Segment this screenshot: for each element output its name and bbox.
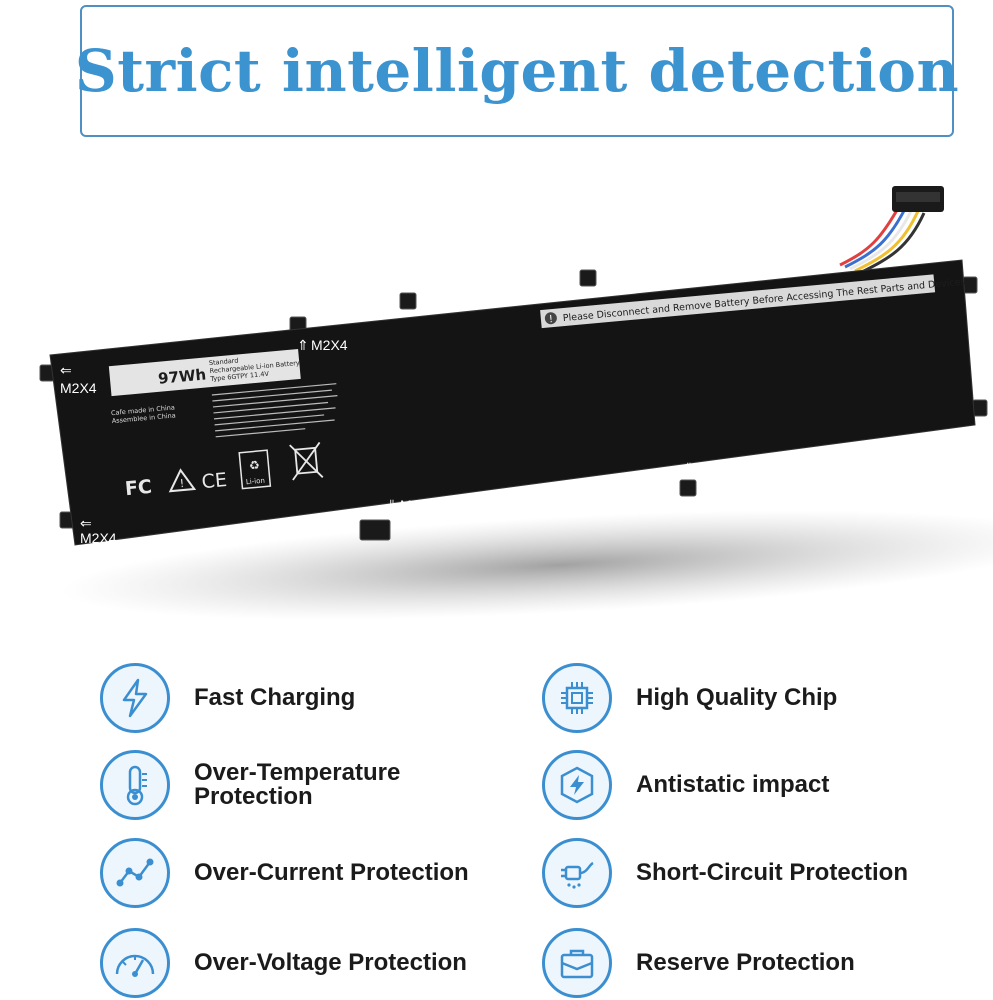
svg-text:⇑: ⇑	[297, 337, 309, 353]
battery-illustration: ! Please Disconnect and Remove Battery B…	[0, 150, 993, 630]
svg-text:⇓: ⇓	[386, 497, 398, 513]
feature-high-quality-chip: High Quality Chip	[542, 663, 837, 733]
screw-label: M2X4	[60, 380, 97, 396]
li-ion-mark: Li-ion	[246, 477, 266, 487]
product-label: 97Wh Standard Rechargeable Li-ion Batter…	[108, 349, 338, 500]
ce-mark: CE	[201, 469, 228, 493]
warning-triangle-icon	[168, 468, 197, 493]
battery-connector	[839, 186, 944, 275]
weee-bin-icon	[289, 441, 324, 481]
svg-text:⇐: ⇐	[60, 362, 72, 378]
feature-label: Short-Circuit Protection	[636, 859, 909, 886]
briefcase-icon	[542, 928, 612, 998]
feature-label: Reserve Protection	[636, 949, 855, 976]
feature-over-temperature: Over-Temperature Protection	[100, 750, 454, 820]
screw-tabs	[39, 269, 988, 541]
lightning-icon	[100, 663, 170, 733]
feature-reserve: Reserve Protection	[542, 928, 855, 998]
feature-over-voltage: Over-Voltage Protection	[100, 928, 467, 998]
page-title: Strict intelligent detection	[74, 37, 960, 105]
feature-label: Over-Voltage Protection	[194, 949, 467, 976]
svg-text:!: !	[549, 314, 554, 325]
feature-label: Over-Current Protection	[194, 859, 469, 886]
battery-svg: ! Please Disconnect and Remove Battery B…	[39, 186, 993, 620]
title-banner: Strict intelligent detection	[75, 5, 959, 137]
screw-label-group: ⇐ M2X4 ⇐ M2X4 ⇑ M2X4 ⇓ M2X4 ⇓ M2X4	[60, 337, 734, 546]
thermometer-icon	[100, 750, 170, 820]
capacity-text: 97Wh	[157, 365, 207, 387]
plug-icon	[542, 838, 612, 908]
svg-text:!: !	[179, 477, 185, 490]
antistatic-icon	[542, 750, 612, 820]
battery-shadow	[60, 510, 993, 620]
label-line: Standard	[209, 356, 239, 367]
fc-mark: FC	[124, 476, 153, 500]
feature-label: Antistatic impact	[636, 771, 830, 798]
screw-label: M2X4	[311, 337, 348, 353]
svg-text:♻: ♻	[248, 458, 260, 473]
current-graph-icon	[100, 838, 170, 908]
feature-short-circuit: Short-Circuit Protection	[542, 838, 908, 908]
feature-fast-charging: Fast Charging	[100, 663, 355, 733]
svg-text:⇐: ⇐	[80, 515, 92, 531]
svg-text:⇓: ⇓	[683, 460, 695, 476]
gauge-icon	[100, 928, 170, 998]
feature-label: High Quality Chip	[636, 684, 838, 711]
screw-label: M2X4	[400, 497, 437, 513]
recycle-icon	[238, 449, 272, 490]
feature-antistatic: Antistatic impact	[542, 750, 829, 820]
feature-label: Fast Charging	[194, 684, 356, 711]
chip-icon	[542, 663, 612, 733]
feature-label: Over-Temperature Protection	[194, 759, 401, 810]
screw-label: M2X4	[697, 460, 734, 476]
screw-label: M2X4	[80, 530, 117, 546]
battery-body	[49, 259, 976, 546]
feature-over-current: Over-Current Protection	[100, 838, 469, 908]
